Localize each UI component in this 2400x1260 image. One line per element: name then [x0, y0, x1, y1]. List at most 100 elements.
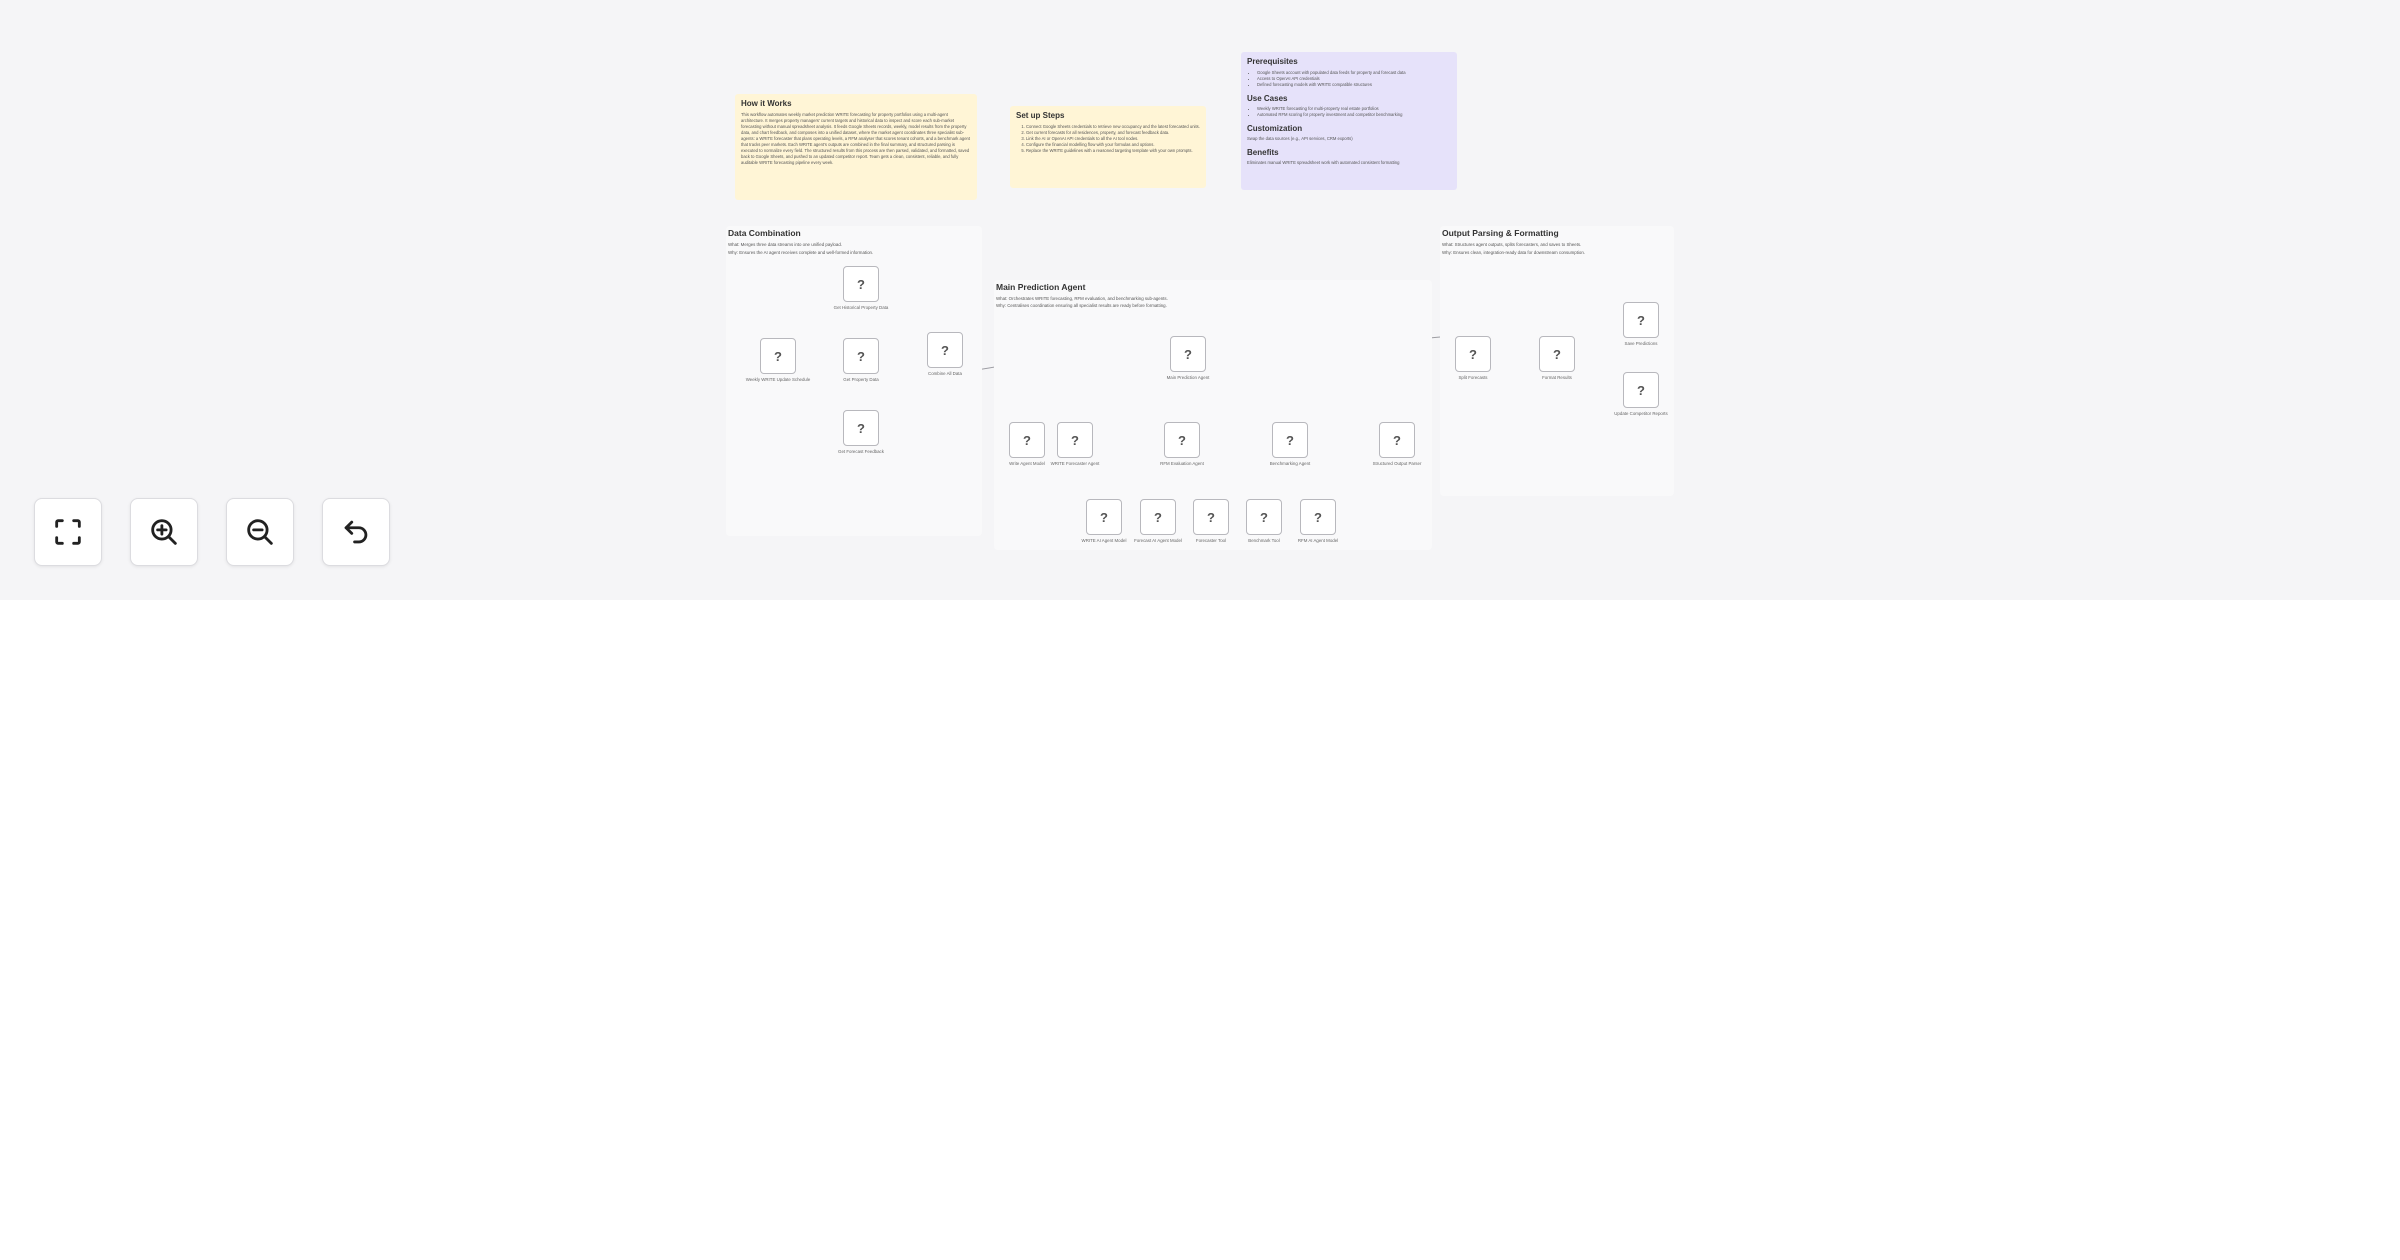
node-label: RFM Evaluation Agent — [1160, 461, 1204, 466]
node-label: Main Prediction Agent — [1166, 375, 1210, 380]
node-benchmark-agent[interactable]: ? — [1272, 422, 1308, 458]
node-sub-model-2[interactable]: ? — [1140, 499, 1176, 535]
node-label: Split Forecasts — [1458, 375, 1488, 380]
unknown-node-icon: ? — [1637, 312, 1645, 328]
setup-step: Get current forecasts for all residences… — [1026, 130, 1200, 136]
group-data-title: Data Combination — [728, 228, 801, 238]
unknown-node-icon: ? — [1314, 509, 1322, 525]
node-label: Structured Output Parser — [1372, 461, 1422, 466]
node-sub-model-1[interactable]: ? — [1086, 499, 1122, 535]
node-label: Get Property Data — [843, 377, 879, 382]
node-label: WRITE Forecaster Agent — [1050, 461, 1100, 466]
node-format-results[interactable]: ? — [1539, 336, 1575, 372]
group-output-what: What: Structures agent outputs, splits f… — [1442, 242, 1582, 247]
prereq-item: Google Sheets account with populated dat… — [1257, 70, 1451, 76]
sticky-how-title: How it Works — [741, 99, 792, 108]
setup-step: Replace the WRITE guidelines with a reas… — [1026, 148, 1200, 154]
node-structured-parser[interactable]: ? — [1379, 422, 1415, 458]
sticky-prereq-title: Prerequisites — [1247, 57, 1298, 66]
node-label: Get Forecast Feedback — [838, 449, 884, 454]
group-output-title: Output Parsing & Formatting — [1442, 228, 1559, 238]
group-agent-title: Main Prediction Agent — [996, 282, 1086, 292]
group-agent-what: What: Orchestrates WRITE forecasting, RF… — [996, 296, 1168, 301]
node-write-agent[interactable]: ? — [1009, 422, 1045, 458]
setup-step: Link the AI or OpenAI API credentials to… — [1026, 136, 1200, 142]
undo-icon — [344, 520, 368, 544]
zoom-out-icon — [247, 519, 273, 545]
sticky-how-it-works[interactable]: How it Works This workflow automates wee… — [735, 94, 977, 200]
unknown-node-icon: ? — [1286, 432, 1294, 448]
node-label: Combine All Data — [928, 371, 962, 376]
usecase-item: Weekly WRITE forecasting for multi-prope… — [1257, 106, 1451, 112]
node-label: Write Agent Model — [1009, 461, 1045, 466]
unknown-node-icon: ? — [1184, 346, 1192, 362]
node-label: Format Results — [1542, 375, 1572, 380]
unknown-node-icon: ? — [1178, 432, 1186, 448]
node-get-historical[interactable]: ? — [843, 266, 879, 302]
unknown-node-icon: ? — [1154, 509, 1162, 525]
sticky-setup-steps[interactable]: Set up Steps Connect Google Sheets crede… — [1010, 106, 1206, 188]
node-label: Benchmarking Agent — [1269, 461, 1311, 466]
unknown-node-icon: ? — [1260, 509, 1268, 525]
unknown-node-icon: ? — [941, 342, 949, 358]
node-split-forecasts[interactable]: ? — [1455, 336, 1491, 372]
group-agent-why: Why: Centralises coordination ensuring a… — [996, 303, 1167, 308]
node-sub-tool-4[interactable]: ? — [1246, 499, 1282, 535]
prereq-item: Access to OpenAI API credentials — [1257, 76, 1451, 82]
usecases-title: Use Cases — [1247, 94, 1288, 103]
node-label: RFM AI Agent Model — [1297, 538, 1339, 543]
node-get-property[interactable]: ? — [843, 338, 879, 374]
node-rfm-agent[interactable]: ? — [1164, 422, 1200, 458]
node-label: Forecaster Tool — [1195, 538, 1227, 543]
node-write-forecaster[interactable]: ? — [1057, 422, 1093, 458]
group-data-what: What: Merges three data streams into one… — [728, 242, 842, 247]
fit-view-button[interactable] — [34, 498, 102, 566]
setup-step: Configure the financial modelling flow w… — [1026, 142, 1200, 148]
group-data-why: Why: Ensures the AI agent receives compl… — [728, 250, 874, 255]
prereq-item: Defined forecasting models with WRITE co… — [1257, 82, 1451, 88]
sticky-prerequisites[interactable]: Prerequisites Google Sheets account with… — [1241, 52, 1457, 190]
usecase-item: Automated RFM scoring for property inves… — [1257, 112, 1451, 118]
customization-title: Customization — [1247, 124, 1303, 133]
node-label: WRITE AI Agent Model — [1081, 538, 1127, 543]
benefits-title: Benefits — [1247, 148, 1279, 157]
unknown-node-icon: ? — [1637, 382, 1645, 398]
node-save-predictions[interactable]: ? — [1623, 302, 1659, 338]
zoom-in-icon — [151, 519, 177, 545]
customization-body: Swap the data sources (e.g., API service… — [1247, 136, 1353, 141]
workflow-canvas[interactable]: How it Works This workflow automates wee… — [0, 0, 2400, 600]
node-weekly-schedule[interactable]: ? — [760, 338, 796, 374]
unknown-node-icon: ? — [774, 348, 782, 364]
unknown-node-icon: ? — [1553, 346, 1561, 362]
node-label: Weekly WRITE Update Schedule — [745, 377, 811, 382]
node-combine-data[interactable]: ? — [927, 332, 963, 368]
unknown-node-icon: ? — [1023, 432, 1031, 448]
unknown-node-icon: ? — [857, 348, 865, 364]
group-output-why: Why: Ensures clean, integration-ready da… — [1442, 250, 1586, 255]
node-sub-tool-3[interactable]: ? — [1193, 499, 1229, 535]
node-label: Benchmark Tool — [1248, 538, 1280, 543]
node-label: Update Competitor Reports — [1614, 411, 1668, 416]
unknown-node-icon: ? — [1207, 509, 1215, 525]
node-update-reports[interactable]: ? — [1623, 372, 1659, 408]
node-sub-model-5[interactable]: ? — [1300, 499, 1336, 535]
node-get-forecast[interactable]: ? — [843, 410, 879, 446]
unknown-node-icon: ? — [857, 276, 865, 292]
sticky-setup-title: Set up Steps — [1016, 111, 1065, 120]
setup-step: Connect Google Sheets credentials to ret… — [1026, 124, 1200, 130]
unknown-node-icon: ? — [1469, 346, 1477, 362]
fit-view-icon — [55, 519, 81, 545]
node-label: Get Historical Property Data — [833, 305, 889, 310]
unknown-node-icon: ? — [1393, 432, 1401, 448]
zoom-out-button[interactable] — [226, 498, 294, 566]
node-label: Forecast AI Agent Model — [1134, 538, 1182, 543]
zoom-in-button[interactable] — [130, 498, 198, 566]
node-label: Save Predictions — [1624, 341, 1658, 346]
node-main-agent[interactable]: ? — [1170, 336, 1206, 372]
unknown-node-icon: ? — [1071, 432, 1079, 448]
sticky-how-body: This workflow automates weekly market pr… — [741, 112, 971, 165]
unknown-node-icon: ? — [857, 420, 865, 436]
reset-zoom-button[interactable] — [322, 498, 390, 566]
unknown-node-icon: ? — [1100, 509, 1108, 525]
benefits-body: Eliminates manual WRITE spreadsheet work… — [1247, 160, 1400, 165]
